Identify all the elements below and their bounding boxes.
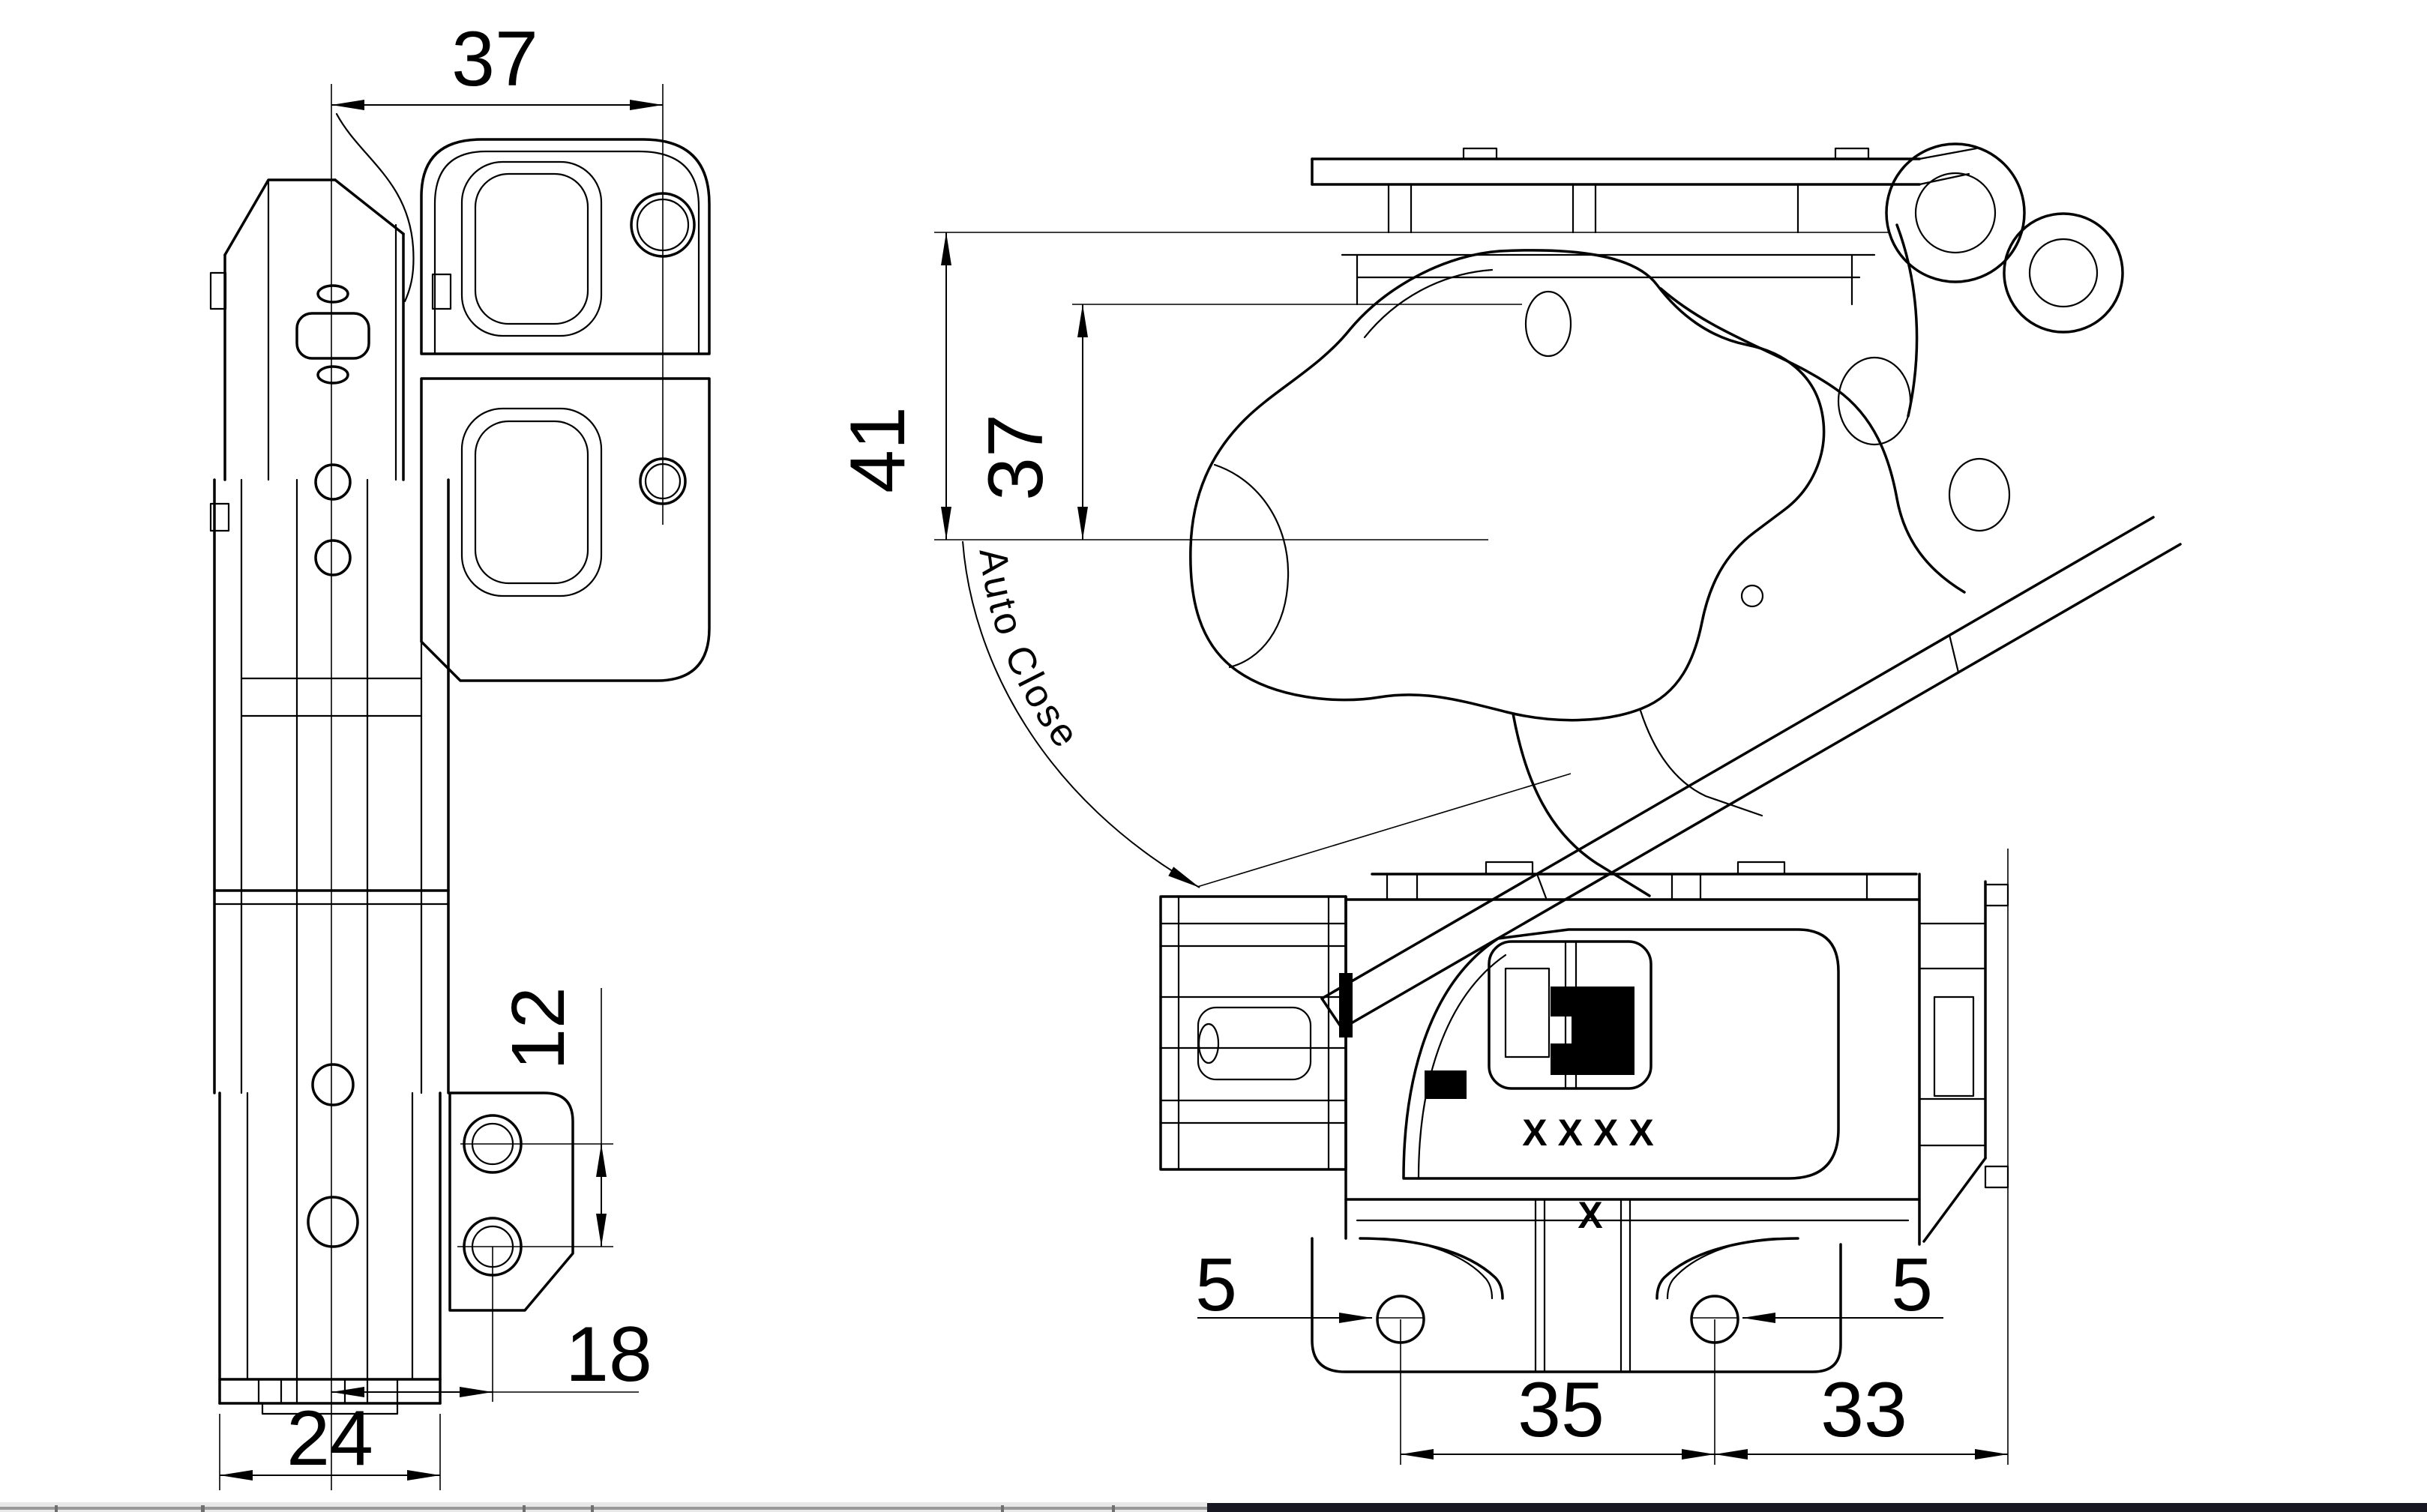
hole: [307, 1196, 359, 1248]
dim-hole-offset: 18: [331, 1311, 652, 1398]
dim-hole-spacing: 12: [496, 987, 607, 1247]
front-view: 37 12 18 24: [209, 16, 711, 1490]
hole: [314, 463, 352, 501]
cup-hole: [1524, 290, 1572, 358]
dim-cup-depth: 37: [972, 304, 1088, 540]
mounting-plate-upper: [420, 138, 711, 355]
side-view: Auto Close 41 37: [834, 142, 2182, 1030]
dim-label-5-left: 5: [1195, 1243, 1237, 1327]
spring-block: [1551, 987, 1634, 1075]
knuckle-inner: [1914, 172, 1997, 254]
dim-base-width: 24: [219, 1395, 441, 1490]
dim-label-33: 33: [1820, 1367, 1907, 1454]
dim-front-width: 37: [331, 16, 664, 525]
hole: [316, 365, 349, 385]
dim-hole-dia-left: 5: [1195, 1243, 1372, 1327]
hinge-cup: [1189, 249, 1826, 722]
slot: [295, 312, 370, 360]
auto-close-arc: [962, 540, 1200, 888]
slider-mechanism: [1488, 940, 1652, 1090]
hole: [316, 284, 349, 304]
knuckle2-outer: [2003, 212, 2124, 334]
dim-total-depth: 41: [834, 232, 951, 540]
dim-label-37-side: 37: [972, 414, 1059, 501]
cavity: [1402, 928, 1840, 1180]
dim-label-35: 35: [1518, 1367, 1605, 1454]
dim-label-18: 18: [565, 1311, 652, 1398]
dim-label-24: 24: [286, 1395, 373, 1482]
knuckle-outer: [1885, 142, 2026, 283]
marking-xxxx: XXXX: [1522, 1112, 1664, 1154]
dim-edge-distance: 33: [1715, 849, 2009, 1465]
dim-label-37-front: 37: [451, 16, 538, 103]
barrel-hole: [1197, 1022, 1220, 1064]
hinge-arm-edge: [1512, 712, 1651, 897]
dim-label-5-right: 5: [1891, 1243, 1933, 1327]
bracket-hole: [1837, 356, 1912, 446]
footer-strip: [0, 1502, 2427, 1512]
dim-label-41: 41: [834, 406, 921, 493]
footer-gray-bar: [0, 1507, 1207, 1510]
footer-dark-bar: [1207, 1503, 2427, 1512]
marking-x: X: [1578, 1194, 1613, 1236]
bracket-hole: [1948, 457, 2011, 532]
screw-plate: [448, 1091, 574, 1312]
dim-hole-pitch: 35: [1400, 1319, 1715, 1465]
knuckle2-inner: [2028, 238, 2099, 308]
dim-label-12: 12: [496, 987, 580, 1070]
barrel-block: [1159, 895, 1347, 1171]
base-plate: [1311, 1237, 1842, 1373]
hole: [314, 539, 352, 576]
mounting-plate-lower: [420, 377, 711, 682]
dim-hole-dia-right: 5: [1742, 1243, 1943, 1327]
plan-view: XXXX X 5 5 35 33: [1159, 849, 2009, 1465]
open-door-bar: [1320, 516, 2182, 1030]
hole: [311, 1063, 355, 1106]
spring-wire: [335, 112, 415, 303]
